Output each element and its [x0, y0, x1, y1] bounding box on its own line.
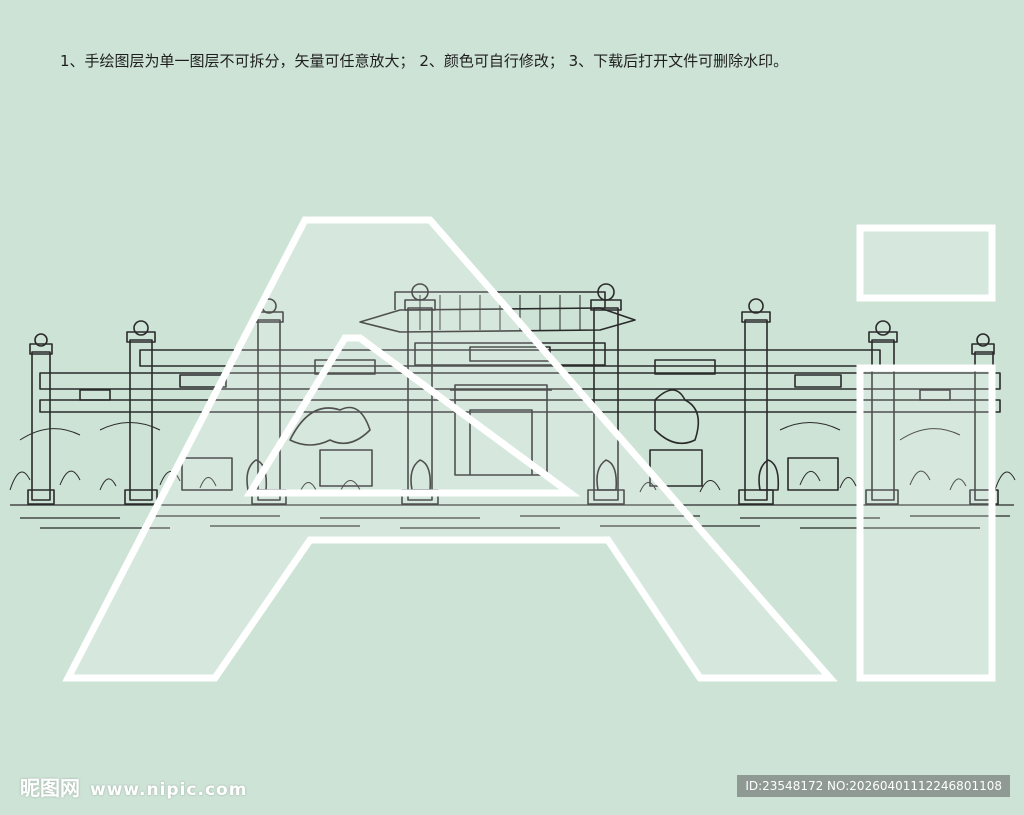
archway-illustration [0, 200, 1024, 530]
instructions-text: 1、手绘图层为单一图层不可拆分，矢量可任意放大； 2、颜色可自行修改； 3、下载… [60, 52, 789, 70]
nipic-watermark: 昵图网 www.nipic.com [20, 772, 247, 801]
nipic-logo: 昵图网 [20, 776, 80, 800]
image-id-badge: ID:23548172 NO:20260401112246801108 [737, 775, 1010, 797]
stone-archway-line-drawing-icon [9, 283, 1016, 529]
nipic-url: www.nipic.com [90, 780, 248, 800]
